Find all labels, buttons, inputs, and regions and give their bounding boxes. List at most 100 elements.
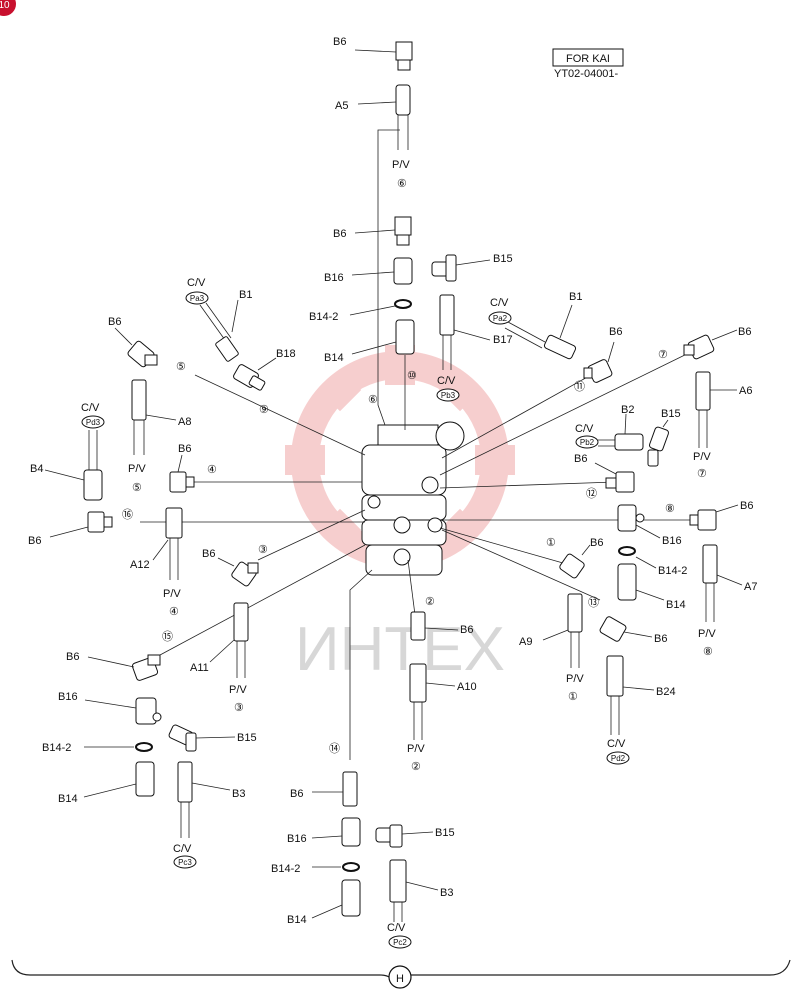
svg-text:Pa2: Pa2 bbox=[493, 314, 508, 323]
b24-fitting: B24 C/V Pd2 bbox=[606, 655, 676, 765]
svg-text:B14: B14 bbox=[58, 793, 78, 805]
svg-text:C/V: C/V bbox=[173, 843, 192, 855]
svg-text:P/V: P/V bbox=[229, 684, 247, 696]
svg-text:⑤: ⑤ bbox=[176, 361, 186, 373]
svg-text:②: ② bbox=[425, 596, 435, 608]
a6-fitting: A6 P/V ⑦ bbox=[693, 371, 752, 480]
svg-text:B24: B24 bbox=[656, 686, 676, 698]
svg-text:⑬: ⑬ bbox=[588, 596, 599, 609]
svg-text:P/V: P/V bbox=[407, 743, 425, 755]
b6-far-left: B6 ⑯ bbox=[28, 508, 133, 547]
svg-text:C/V: C/V bbox=[607, 738, 626, 750]
svg-text:B6: B6 bbox=[333, 36, 346, 48]
svg-text:P/V: P/V bbox=[698, 628, 716, 640]
svg-text:⑦: ⑦ bbox=[697, 468, 707, 480]
svg-text:A9: A9 bbox=[519, 636, 532, 648]
b18-elbow: B18 ⑨ bbox=[233, 348, 296, 416]
svg-text:C/V: C/V bbox=[187, 277, 206, 289]
svg-text:B1: B1 bbox=[569, 291, 582, 303]
svg-text:B15: B15 bbox=[435, 827, 455, 839]
svg-text:⑥: ⑥ bbox=[397, 178, 407, 190]
svg-text:①: ① bbox=[568, 691, 578, 703]
b3-bottom: B3 C/V Pc2 bbox=[387, 859, 453, 949]
callout-15: ⑮ bbox=[162, 630, 173, 643]
b16-upper: B16 bbox=[324, 257, 413, 285]
svg-text:B15: B15 bbox=[493, 253, 513, 265]
svg-text:C/V: C/V bbox=[81, 402, 100, 414]
svg-text:B6: B6 bbox=[460, 624, 473, 636]
svg-text:B1: B1 bbox=[239, 289, 252, 301]
page-badge: 10 bbox=[0, 0, 16, 16]
svg-text:B6: B6 bbox=[609, 326, 622, 338]
svg-text:⑧: ⑧ bbox=[703, 646, 713, 658]
a11-fitting: A11 P/V ③ bbox=[190, 602, 249, 714]
svg-text:B18: B18 bbox=[276, 348, 296, 360]
svg-text:A8: A8 bbox=[178, 416, 191, 428]
b6-upper: B6 bbox=[333, 216, 412, 246]
svg-text:B14: B14 bbox=[324, 352, 344, 364]
b14-bottom: B14 bbox=[287, 879, 361, 926]
serial-range: YT02-04001- bbox=[554, 68, 619, 80]
svg-text:A11: A11 bbox=[190, 662, 209, 674]
svg-text:B16: B16 bbox=[662, 535, 682, 547]
svg-text:⑯: ⑯ bbox=[122, 508, 133, 521]
svg-text:Pb3: Pb3 bbox=[441, 391, 456, 400]
leader-lines bbox=[140, 129, 696, 760]
a5-fitting: A5 P/V ⑥ bbox=[335, 84, 411, 190]
svg-text:B16: B16 bbox=[324, 272, 344, 284]
svg-text:Pc2: Pc2 bbox=[393, 938, 407, 947]
svg-text:B16: B16 bbox=[58, 691, 78, 703]
b6-right-lower: B6 ① bbox=[546, 537, 603, 579]
svg-text:B6: B6 bbox=[202, 548, 215, 560]
section-label: H bbox=[396, 973, 404, 985]
b6-bottom: B6 bbox=[290, 771, 358, 807]
b6-left-lower: B6 ③ bbox=[202, 544, 268, 587]
b6-right-bottom: B6 bbox=[599, 616, 667, 645]
a9-fitting: A9 P/V ① ⑬ bbox=[519, 593, 599, 703]
page-badge-number: 10 bbox=[0, 0, 10, 11]
model-header: FOR KAI YT02-04001- bbox=[552, 48, 624, 80]
svg-text:Pb2: Pb2 bbox=[580, 438, 595, 447]
svg-text:B6: B6 bbox=[108, 316, 121, 328]
svg-text:③: ③ bbox=[234, 702, 244, 714]
svg-text:A5: A5 bbox=[335, 100, 348, 112]
b14-2-bottom: B14-2 bbox=[271, 862, 360, 875]
a12-fitting: A12 P/V ④ bbox=[130, 507, 183, 618]
svg-text:B14: B14 bbox=[666, 599, 686, 611]
b6-far-right: B6 ⑧ bbox=[665, 500, 753, 531]
svg-text:B6: B6 bbox=[654, 633, 667, 645]
svg-text:B6: B6 bbox=[574, 453, 587, 465]
svg-text:B6: B6 bbox=[66, 651, 79, 663]
watermark-text: ИНТЕХ bbox=[295, 615, 505, 684]
svg-text:B6: B6 bbox=[590, 537, 603, 549]
b14-2-right: B14-2 bbox=[618, 546, 687, 577]
svg-text:A12: A12 bbox=[130, 559, 150, 571]
svg-text:④: ④ bbox=[207, 464, 217, 476]
b16-left: B16 bbox=[58, 691, 162, 725]
svg-text:C/V: C/V bbox=[490, 297, 509, 309]
b2-fitting: C/V Pb2 B2 bbox=[575, 404, 644, 451]
svg-text:B6: B6 bbox=[738, 326, 751, 338]
b14-left: B14 bbox=[58, 761, 155, 805]
svg-text:B3: B3 bbox=[440, 887, 453, 899]
b6-left-bottom: B6 bbox=[66, 651, 161, 681]
b14-2-upper: B14-2 bbox=[309, 299, 412, 323]
svg-text:P/V: P/V bbox=[128, 463, 146, 475]
svg-text:②: ② bbox=[411, 761, 421, 773]
callout-10: ⑩ bbox=[407, 370, 417, 382]
b6-right-a: B6 ⑪ bbox=[574, 326, 622, 393]
svg-text:⑨: ⑨ bbox=[259, 404, 269, 416]
svg-text:B14: B14 bbox=[287, 914, 307, 926]
svg-text:P/V: P/V bbox=[392, 159, 410, 171]
svg-text:B6: B6 bbox=[28, 535, 41, 547]
svg-text:④: ④ bbox=[169, 606, 179, 618]
b6-right-mid: B6 ⑫ bbox=[574, 453, 635, 500]
svg-text:Pd3: Pd3 bbox=[86, 418, 101, 427]
b1-left-hose: C/V Pa3 B1 bbox=[185, 277, 252, 362]
b6-top: B6 bbox=[333, 36, 413, 71]
svg-text:③: ③ bbox=[258, 544, 268, 556]
b6-left-top: B6 ⑤ bbox=[108, 316, 186, 373]
svg-text:B6: B6 bbox=[290, 788, 303, 800]
b17-tube: B17 C/V Pb3 bbox=[436, 294, 513, 402]
